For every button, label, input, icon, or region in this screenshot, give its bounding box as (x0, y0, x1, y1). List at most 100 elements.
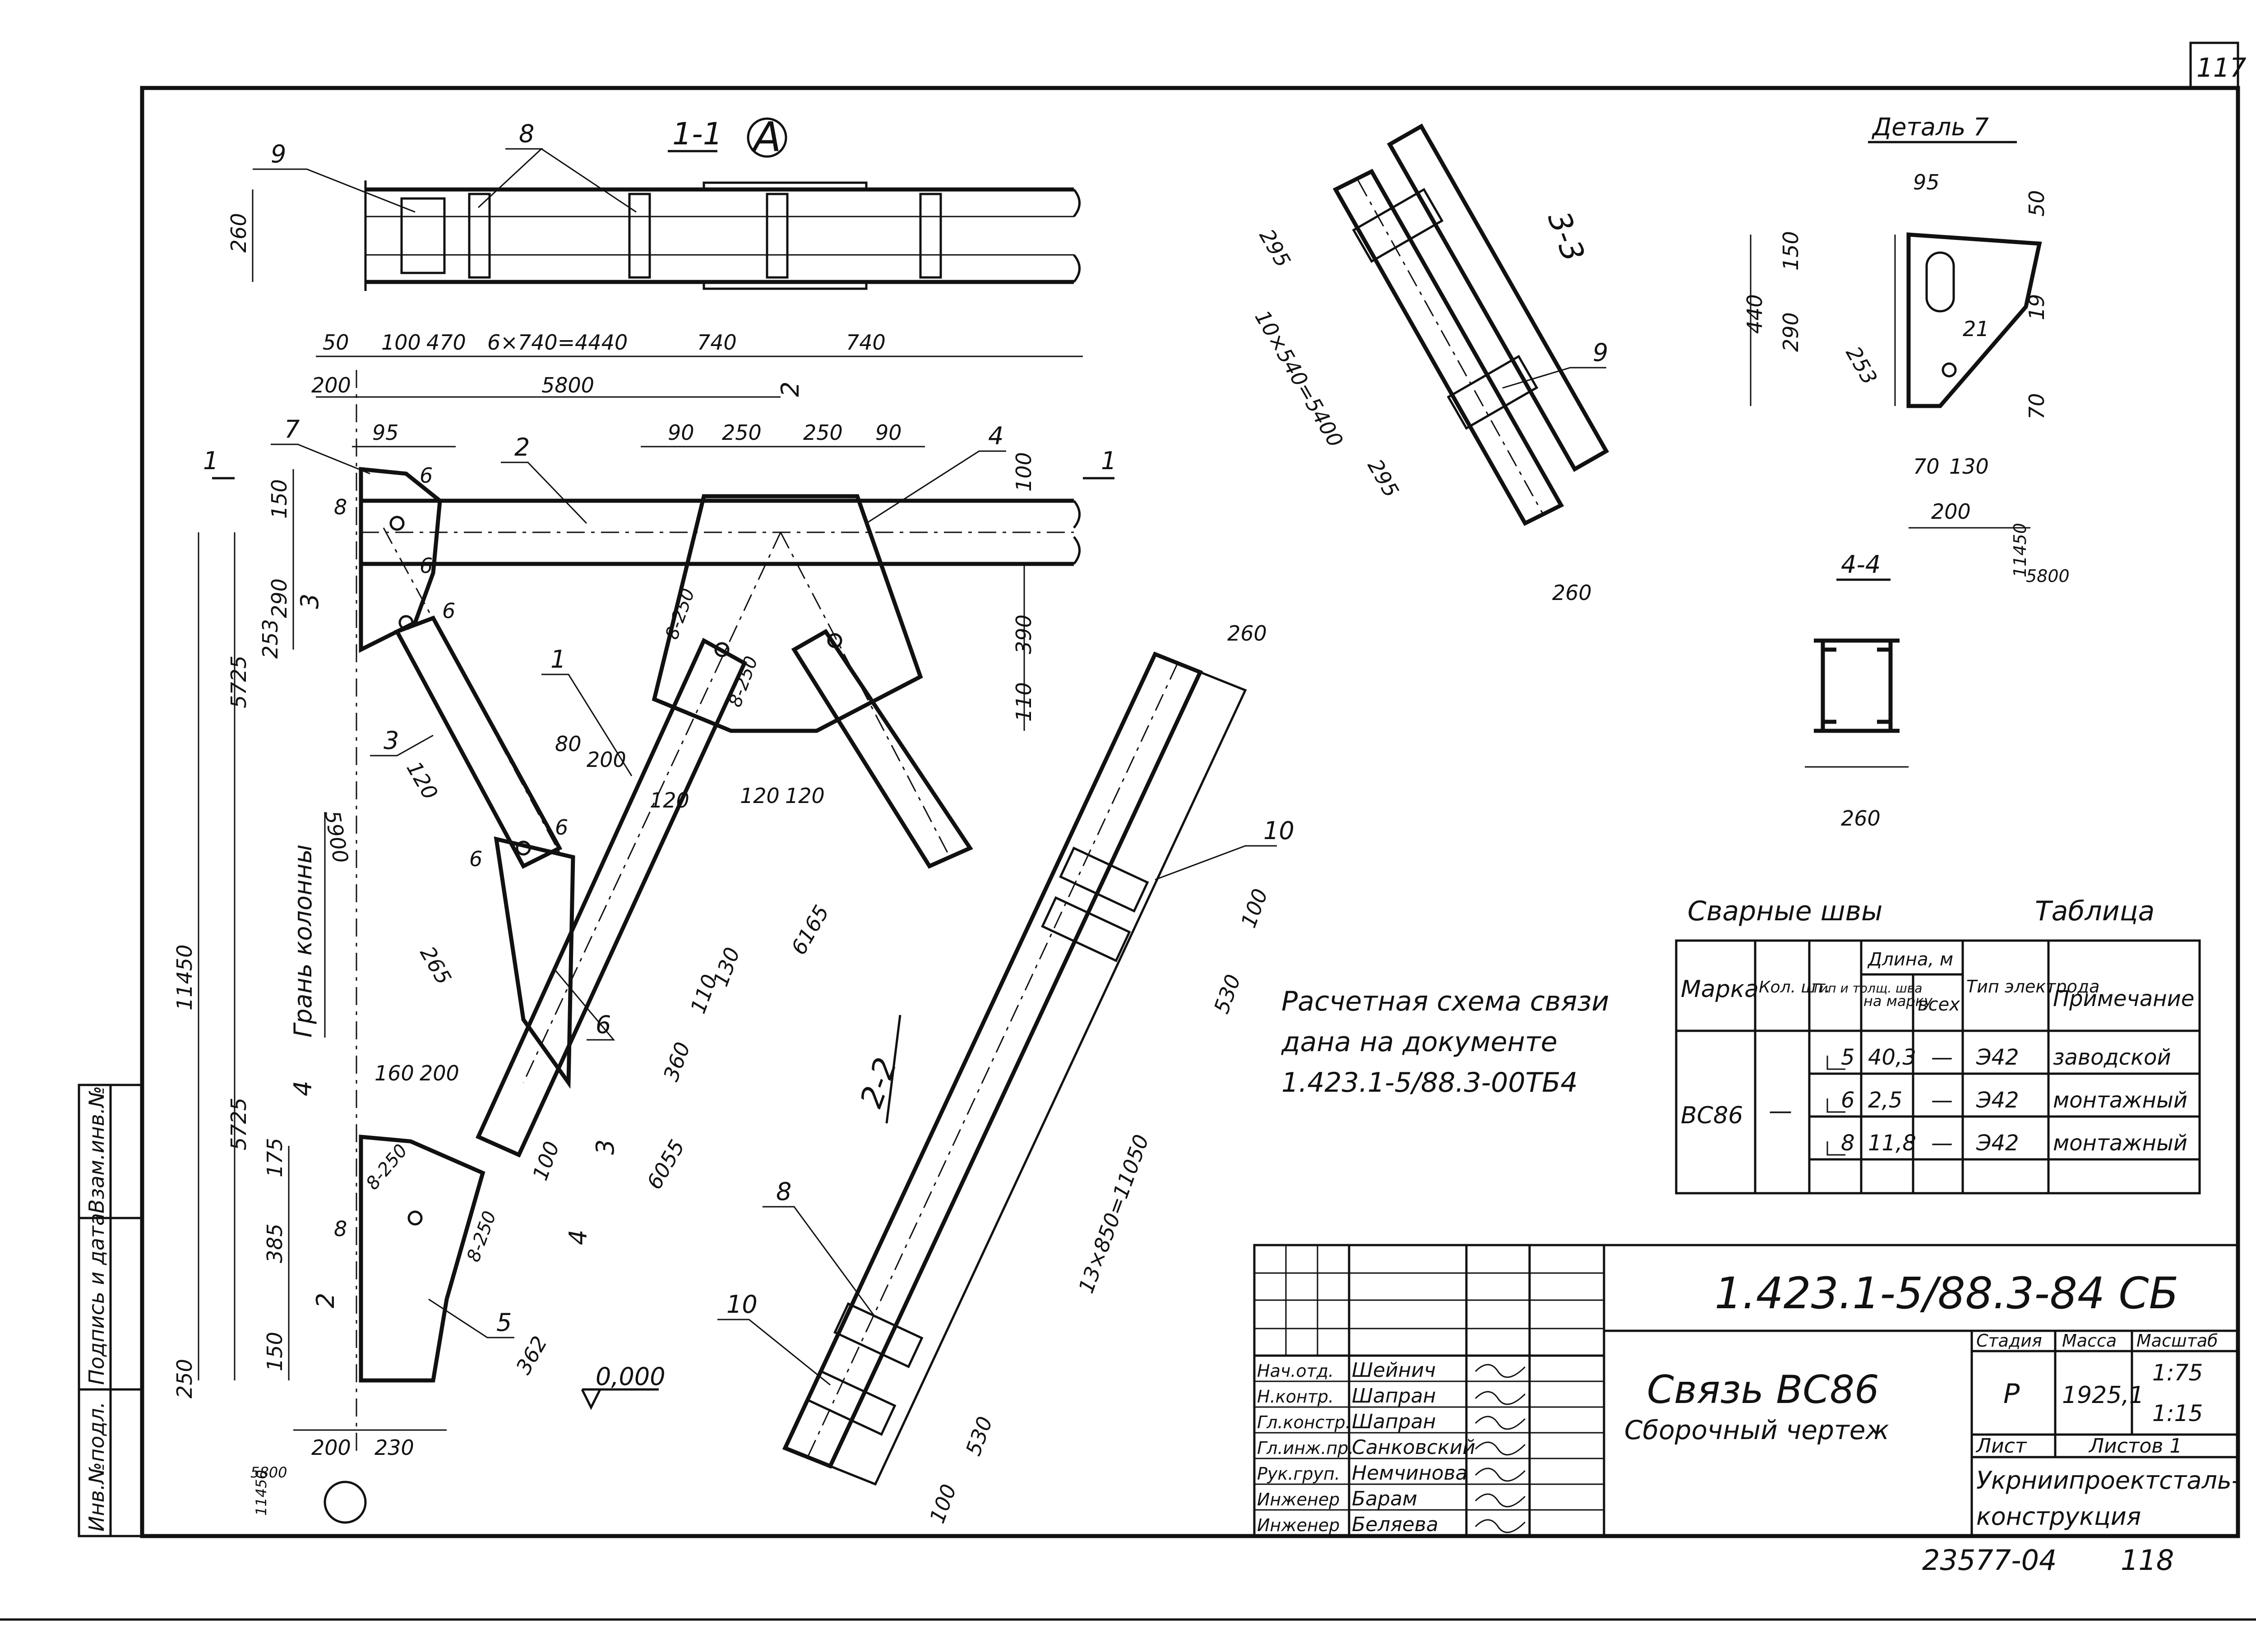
dim-main-8-250c: 8-250 (362, 1140, 411, 1194)
dim-main-390: 390 (1012, 614, 1036, 654)
weld-row-3-type: 8 (1841, 1131, 1855, 1156)
mark-pos-7: 7 (284, 415, 300, 443)
stamp-inv-replaced: Взам.инв.№ (84, 1086, 109, 1214)
dim-d7-440: 440 (1743, 294, 1767, 334)
th-length-total: всех (1918, 994, 1960, 1015)
mark-pos-5: 5 (496, 1308, 512, 1337)
sheets-label: Листов 1 (2088, 1435, 2182, 1458)
dim-main-250a: 250 (722, 420, 762, 445)
weld-6b: 6 (420, 554, 433, 578)
scale-value-2: 1:15 (2152, 1400, 2203, 1426)
signature-7 (1475, 1519, 1526, 1533)
mass-value: 1925,1 (2062, 1382, 2144, 1409)
dim-main-100b: 100 (528, 1138, 564, 1184)
cut-2-bottom: 2 (311, 1293, 340, 1308)
signature-2 (1475, 1391, 1526, 1405)
mark-10-top: 9 (271, 140, 286, 168)
title-block: 1.423.1-5/88.3-84 СБ Связь ВС86 Сборочны… (1253, 1244, 2240, 1537)
dim-main-120c: 120 (740, 784, 780, 808)
drawing-name: Связь ВС86 (1647, 1367, 1879, 1412)
dim-d7-70b: 70 (1913, 454, 1940, 479)
main-elevation: 0,000 5800 11450 Грань колонны 95 90 250… (172, 370, 1116, 1524)
weld-row-2-electrode: Э42 (1976, 1088, 2019, 1113)
signature-1 (1475, 1364, 1526, 1378)
dim-4-4-260: 260 (1841, 806, 1881, 831)
view-1-1: 1-1 А 260 50 100 470 6×740=4440 740 740 … (227, 114, 1083, 398)
signature-3 (1475, 1416, 1526, 1430)
person-role-3: Гл.констр. (1257, 1412, 1351, 1432)
dim-main-80: 80 (555, 732, 582, 756)
person-name-6: Барам (1352, 1487, 1417, 1510)
weld-8a: 8 (334, 495, 347, 519)
mass-label: Масса (2062, 1331, 2117, 1351)
section-4-4-title: 4-4 (1841, 550, 1881, 579)
person-role-5: Рук.груп. (1257, 1464, 1340, 1484)
dim-main-120d: 120 (785, 784, 825, 808)
weld-row-1-total: — (1931, 1045, 1953, 1070)
td-qty: — (1769, 1098, 1792, 1125)
weld-row-1-note: заводской (2053, 1045, 2171, 1070)
mark-pos-4: 4 (988, 422, 1003, 450)
document-number: 1.423.1-5/88.3-84 СБ (1715, 1268, 2178, 1319)
sheet-frame (0, 42, 2256, 1621)
weld-6d: 6 (555, 815, 568, 840)
dim-2-2-100b: 100 (925, 1481, 962, 1527)
dim-d7-200: 200 (1931, 499, 1971, 524)
th-mark: Марка (1681, 976, 1759, 1003)
weld-6a: 6 (420, 463, 433, 488)
dim-d7-5800: 5800 (2026, 566, 2070, 586)
td-mark: ВС86 (1681, 1102, 1743, 1129)
cut-1-left: 1 (203, 447, 218, 475)
dim-d7-19: 19 (2025, 294, 2049, 320)
person-role-6: Инженер (1257, 1490, 1340, 1509)
mark-8-top: 8 (519, 120, 534, 148)
dim-main-200b: 200 (420, 1061, 459, 1085)
dim-3-3-295b: 295 (1363, 455, 1404, 502)
stage-label: Стадия (1976, 1331, 2042, 1351)
dim-d7-11450: 11450 (2010, 523, 2030, 577)
dim-main-110: 110 (1012, 682, 1036, 722)
dim-2-2-100a: 100 (1236, 886, 1273, 931)
dim-main-150: 150 (267, 479, 291, 519)
th-length: Длина, м (1867, 949, 1953, 970)
dim-2-2-530b: 530 (961, 1413, 998, 1459)
dim-main-5725a: 5725 (227, 655, 251, 708)
weld-row-2-note: монтажный (2053, 1088, 2187, 1113)
person-role-4: Гл.инж.пр. (1257, 1438, 1354, 1458)
dim-main-253: 253 (258, 619, 282, 659)
dim-3-3-10x540: 10×540=5400 (1250, 306, 1348, 452)
dim-1-1-50: 50 (323, 330, 349, 355)
detail-7-title: Деталь 7 (1872, 113, 1989, 141)
mark-pos-2: 2 (514, 433, 530, 461)
side-stamp: Инв.№подл. Подпись и дата Взам.инв.№ (78, 1084, 143, 1537)
dim-d7-21: 21 (1963, 317, 1989, 341)
dim-main-250b: 250 (803, 420, 843, 445)
weld-6e: 6 (469, 847, 482, 871)
dim-main-265: 265 (415, 942, 456, 989)
person-role-2: Н.контр. (1257, 1387, 1334, 1407)
weld-table-caption: Сварные швы (1687, 895, 1882, 927)
cut-3-left: 3 (296, 594, 324, 609)
weld-row-3-note: монтажный (2053, 1131, 2187, 1156)
dim-1-1-740b: 740 (846, 330, 886, 355)
mark-10-section-top: 10 (1263, 817, 1294, 845)
footer-page: 118 (2121, 1544, 2174, 1577)
person-row-4: Гл.инж.пр. Санковский (1257, 1436, 1526, 1459)
cut-4-left: 4 (289, 1081, 317, 1096)
cut-3-bottom: 3 (591, 1140, 619, 1155)
person-row-6: Инженер Барам (1257, 1487, 1526, 1510)
person-row-2: Н.контр. Шапран (1257, 1384, 1526, 1407)
organization-line-2: конструкция (1976, 1502, 2141, 1531)
dim-1-1-100: 100 (381, 330, 421, 355)
person-row-3: Гл.констр. Шапран (1257, 1410, 1526, 1433)
dim-2-2-260: 260 (1227, 621, 1267, 646)
note-line-1: Расчетная схема связи (1281, 986, 1609, 1017)
dim-main-6055: 6055 (642, 1135, 689, 1193)
dim-main-8-250b: 8-250 (725, 653, 762, 710)
section-3-3: 3-3 295 10×540=5400 295 260 9 (1250, 123, 1609, 605)
dim-1-1-6x740: 6×740=4440 (487, 330, 628, 355)
dim-main-120b: 120 (650, 788, 689, 812)
weld-row-1-per-mark: 40,3 (1868, 1045, 1916, 1070)
dim-d7-130: 130 (1949, 454, 1989, 479)
weld-row-2-total: — (1931, 1088, 1953, 1113)
